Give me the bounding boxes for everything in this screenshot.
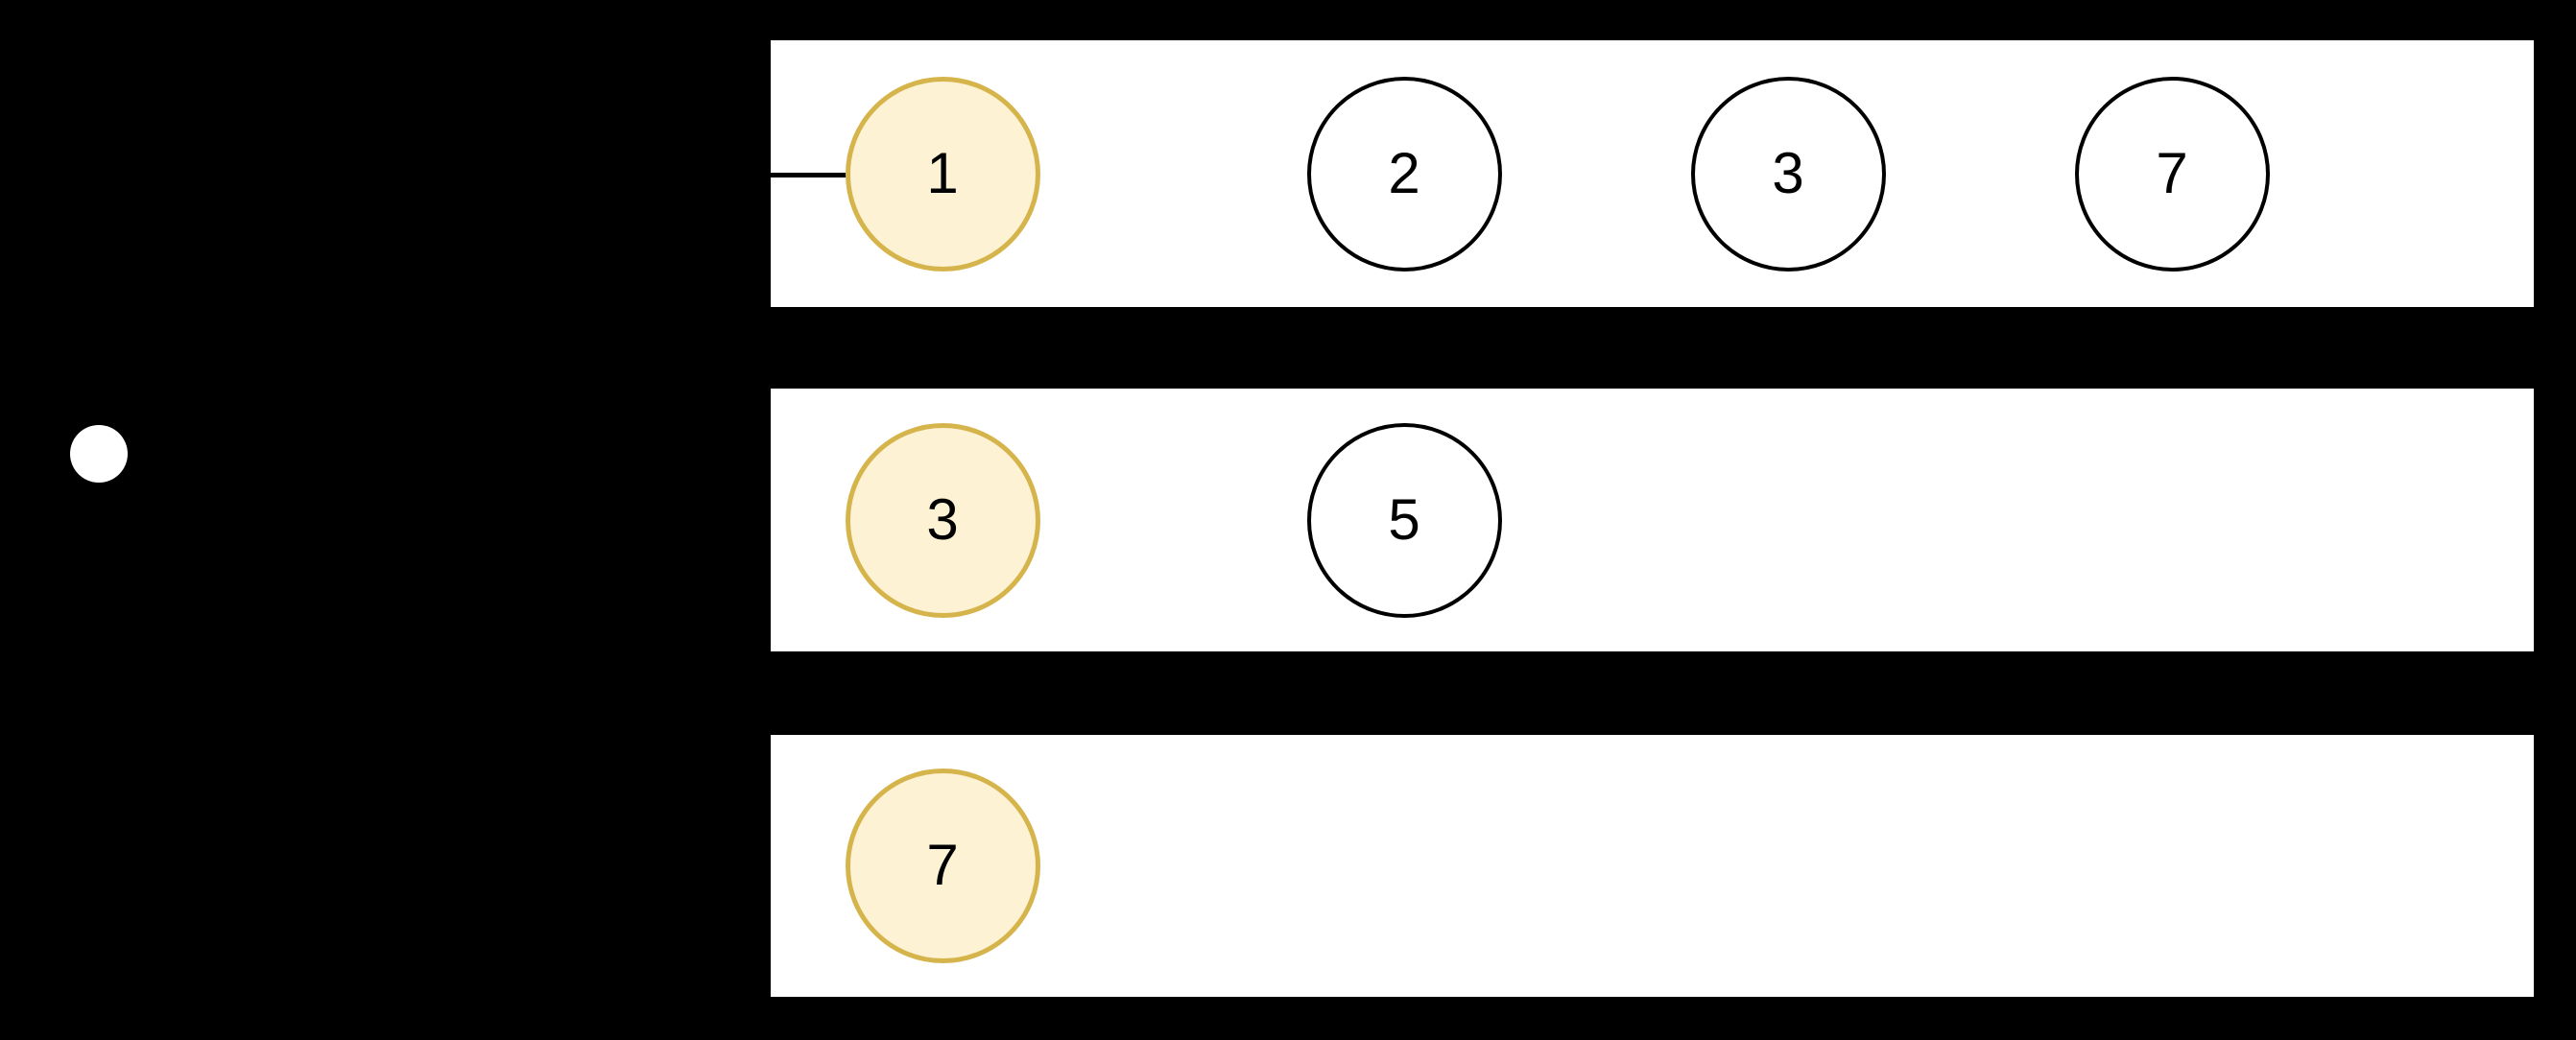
connector-edge-0 [771,173,847,177]
level-band-2 [771,735,2534,997]
level-band-1 [771,389,2534,651]
node-circle[interactable]: 5 [1306,422,1502,618]
node-circle[interactable]: 2 [1306,76,1502,272]
node-circle[interactable]: 7 [845,768,1040,963]
node-circle[interactable]: 3 [1690,76,1886,272]
node-circle[interactable]: 3 [845,422,1040,618]
node-circle[interactable]: 1 [845,76,1040,272]
node-circle[interactable]: 7 [2074,76,2270,272]
white-dot-marker [70,425,128,483]
